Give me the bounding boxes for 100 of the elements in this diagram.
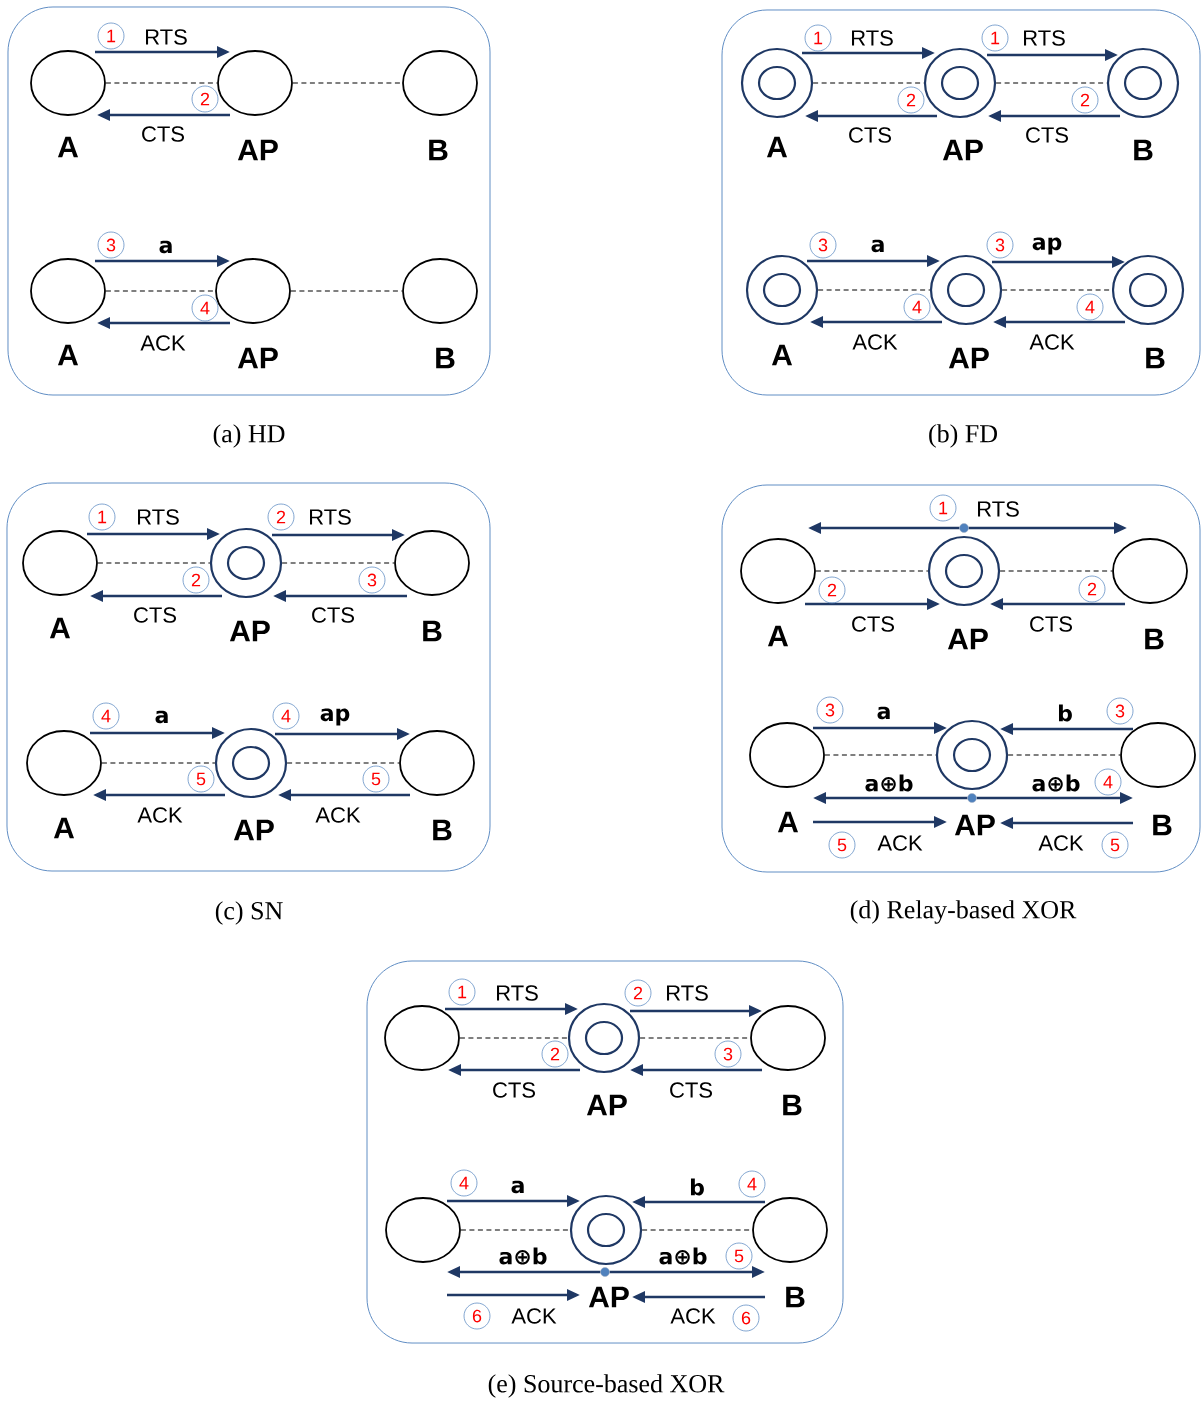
node-label: B — [786, 1286, 805, 1308]
dashed-line — [824, 754, 937, 756]
edge-label: ACK — [511, 1308, 557, 1324]
step-number: 5 — [187, 765, 215, 793]
step-number: 3 — [358, 566, 386, 594]
step-number: 4 — [903, 293, 931, 321]
node-label: AP — [588, 1286, 629, 1308]
edge-label: ap — [1032, 237, 1062, 255]
node-label: AP — [233, 819, 274, 841]
step-number: 2 — [1071, 86, 1099, 114]
edge-label: a⊕b — [659, 1247, 707, 1265]
dashed-line — [101, 762, 216, 764]
edge-label: RTS — [667, 985, 708, 1001]
dashed-line — [105, 82, 218, 84]
dashed-line — [459, 1037, 569, 1039]
step-number: 4 — [450, 1169, 478, 1197]
step-number: 4 — [738, 1170, 766, 1198]
ellipse — [384, 1005, 460, 1071]
step-number: 3 — [97, 231, 125, 259]
edge-label: ACK — [670, 1308, 716, 1324]
node-label: B — [1134, 139, 1153, 161]
node-label: AP — [954, 814, 995, 836]
edge-label: CTS — [670, 1082, 712, 1098]
panel-label: (c) SN — [215, 901, 283, 925]
edge-label: ACK — [137, 807, 183, 823]
edge-label: RTS — [852, 30, 893, 46]
node-label: A — [57, 136, 79, 158]
edge-label: CTS — [134, 607, 176, 623]
dashed-line — [815, 570, 929, 572]
step-number: 4 — [92, 702, 120, 730]
dashed-line — [97, 562, 211, 564]
edge-label: RTS — [310, 509, 351, 525]
node-label: B — [783, 1094, 802, 1116]
edge-label: b — [1059, 704, 1072, 722]
node-label: AP — [229, 620, 270, 642]
node-label: B — [1153, 814, 1172, 836]
panel-label: (e) Source-based XOR — [488, 1374, 725, 1398]
step-number: 5 — [1101, 831, 1129, 859]
step-number: 5 — [362, 765, 390, 793]
step-number: 4 — [1076, 293, 1104, 321]
node-label: A — [57, 344, 79, 366]
step-number: 3 — [816, 696, 844, 724]
step-number: 1 — [929, 494, 957, 522]
node-label: B — [433, 819, 452, 841]
step-number: 2 — [624, 979, 652, 1007]
edge-label: RTS — [978, 501, 1019, 517]
step-number: 5 — [828, 831, 856, 859]
edge-label: RTS — [138, 509, 179, 525]
edge-label: ACK — [315, 807, 361, 823]
edge-label: a⊕b — [1032, 774, 1080, 792]
edge-label: a⊕b — [499, 1247, 547, 1265]
node-label: AP — [942, 139, 983, 161]
panel-label: (d) Relay-based XOR — [850, 900, 1077, 924]
node-label: AP — [948, 347, 989, 369]
edge-label: a — [159, 240, 172, 254]
step-number: 1 — [804, 24, 832, 52]
node-label: B — [436, 347, 455, 369]
step-number: 2 — [267, 503, 295, 531]
node-label: AP — [947, 628, 988, 650]
step-number: 3 — [714, 1040, 742, 1068]
step-number: 2 — [1078, 575, 1106, 603]
edge-label: CTS — [493, 1082, 535, 1098]
step-number: 3 — [809, 231, 837, 259]
node-label: A — [771, 344, 793, 366]
step-number: 2 — [541, 1040, 569, 1068]
step-number: 3 — [1106, 697, 1134, 725]
edge-label: a — [511, 1180, 524, 1194]
node-label: A — [767, 625, 789, 647]
step-number: 4 — [272, 702, 300, 730]
node-label: B — [1146, 347, 1165, 369]
dashed-line — [105, 290, 216, 292]
edge-label: ACK — [140, 335, 186, 351]
step-number: 3 — [986, 231, 1014, 259]
step-number: 1 — [97, 22, 125, 50]
step-number: 1 — [448, 978, 476, 1006]
dashed-line — [817, 289, 931, 291]
step-number: 1 — [981, 24, 1009, 52]
node-label: B — [1145, 628, 1164, 650]
edge-label: ACK — [877, 835, 923, 851]
edge-label: ACK — [852, 334, 898, 350]
edge-label: ACK — [1029, 334, 1075, 350]
step-number: 2 — [182, 566, 210, 594]
node-label: B — [429, 139, 448, 161]
edge-label: CTS — [1030, 616, 1072, 632]
edge-label: CTS — [142, 126, 184, 142]
edge-label: a — [155, 710, 168, 724]
edge-label: a — [871, 239, 884, 253]
panel-label: (b) FD — [929, 424, 997, 448]
edge-label: CTS — [1026, 127, 1068, 143]
edge-label: CTS — [852, 616, 894, 632]
dashed-line — [999, 570, 1113, 572]
step-number: 2 — [897, 86, 925, 114]
dashed-line — [292, 82, 403, 84]
edge-label: CTS — [312, 607, 354, 623]
edge-label: RTS — [1024, 30, 1065, 46]
dashed-line — [290, 290, 403, 292]
node-label: AP — [237, 139, 278, 161]
step-number: 2 — [818, 576, 846, 604]
node-label: B — [423, 620, 442, 642]
node-label: A — [777, 811, 799, 833]
